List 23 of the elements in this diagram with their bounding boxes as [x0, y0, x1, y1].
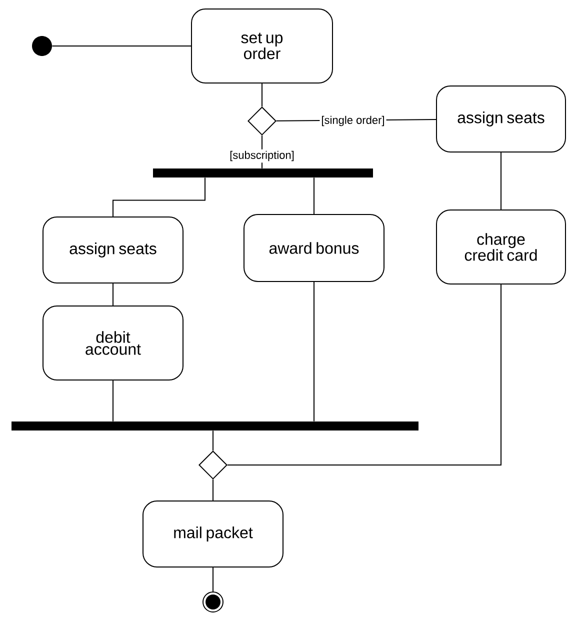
connector — [227, 284, 502, 466]
action-box: assign seats — [436, 86, 566, 152]
action-box: assign seats — [42, 216, 184, 284]
connector — [212, 567, 214, 592]
guard-label: [subscription] — [228, 149, 296, 163]
decision-diamond — [248, 106, 276, 136]
connector — [212, 430, 214, 451]
action-box: charge credit card — [436, 210, 566, 284]
connector — [112, 283, 114, 306]
action-box: set up order — [191, 8, 333, 84]
final-node — [202, 592, 224, 612]
action-box: award bonus — [244, 214, 384, 282]
sync-bar — [153, 168, 373, 178]
connector — [212, 479, 214, 501]
initial-node — [32, 36, 52, 56]
action-box: mail packet — [142, 500, 284, 568]
connector — [112, 177, 206, 217]
decision-diamond — [198, 450, 228, 480]
action-box: debit account — [42, 306, 184, 380]
sync-bar — [12, 422, 418, 430]
guard-label: [single order] — [320, 114, 386, 128]
connector — [112, 380, 114, 422]
connector — [500, 152, 502, 210]
